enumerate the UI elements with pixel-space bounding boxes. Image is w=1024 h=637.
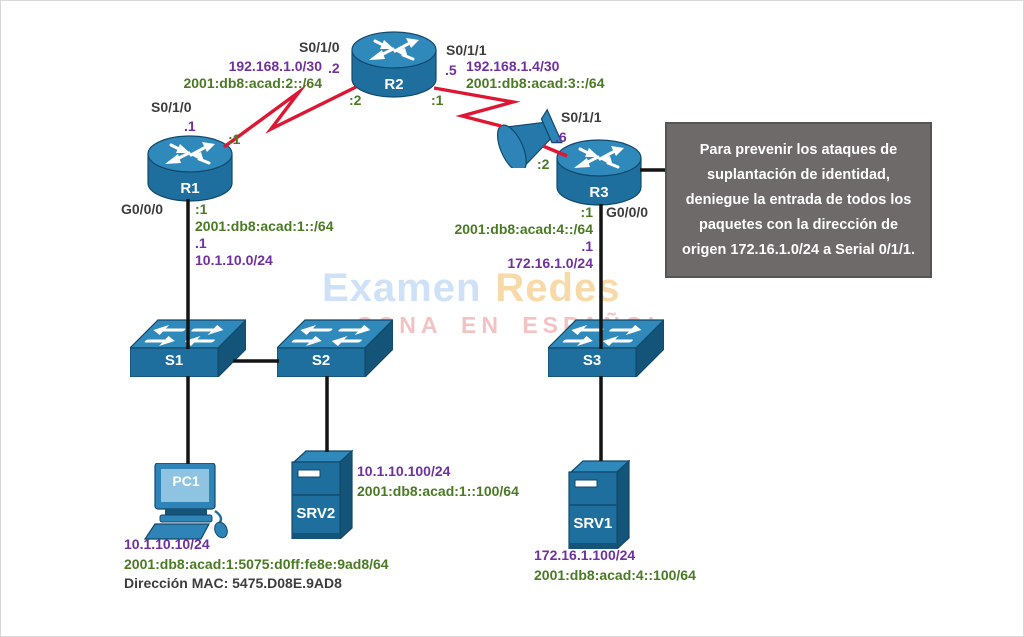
device-label-r2: R2	[384, 76, 404, 93]
r2-s010-ipv4-host: .2	[328, 60, 340, 76]
server-srv1: SRV1	[568, 459, 630, 549]
srv2-ipv4-address: 10.1.10.100/24	[357, 463, 451, 479]
device-label-r3: R3	[589, 184, 609, 201]
r2-s010-ipv6-host: :2	[349, 92, 362, 108]
server-icon	[568, 459, 630, 549]
r2-right-interface-label: S0/1/1	[446, 42, 487, 58]
acl-filter-megaphone-icon	[496, 104, 570, 168]
device-label-srv1: SRV1	[573, 515, 613, 532]
switch-s3: S3	[548, 319, 664, 377]
device-label-pc1: PC1	[172, 473, 200, 489]
r3-lan-addressing: :1 2001:db8:acad:4::/64 .1 172.16.1.0/24	[454, 204, 593, 272]
server-srv2: SRV2	[291, 449, 353, 539]
pc1-mac-address: Dirección MAC: 5475.D08E.9AD8	[124, 575, 342, 591]
switch-s1: S1	[130, 319, 246, 377]
pc1-ipv4-address: 10.1.10.10/24	[124, 536, 210, 552]
router-r2: R2	[351, 30, 437, 100]
r1-lan-ipv6-network: 2001:db8:acad:1::/64	[195, 218, 334, 234]
r1-lan-addressing: :1 2001:db8:acad:1::/64 .1 10.1.10.0/24	[195, 201, 334, 269]
device-label-s1: S1	[164, 352, 184, 369]
r2-left-interface-label: S0/1/0	[299, 39, 340, 55]
srv1-addressing: 172.16.1.100/24 2001:db8:acad:4::100/64	[534, 546, 696, 585]
r1-lan-ipv4-host: .1	[195, 235, 207, 251]
link-r2r3-ipv6-network: 2001:db8:acad:3::/64	[466, 75, 605, 91]
r3-lan-ipv4-network: 172.16.1.0/24	[507, 255, 593, 271]
acl-instruction-callout: Para prevenir los ataques de suplantació…	[665, 122, 932, 278]
link-r2r3-ipv4-network: 192.168.1.4/30	[466, 58, 560, 74]
router-r1: R1	[147, 134, 233, 204]
r3-gig-interface-label: G0/0/0	[606, 204, 649, 220]
r3-s011-ipv4-host: .6	[555, 129, 567, 145]
r1-s010-ipv6-host: :1	[228, 131, 241, 147]
r2-s011-ipv4-host: .5	[445, 62, 457, 78]
srv1-ipv6-address: 2001:db8:acad:4::100/64	[534, 566, 696, 583]
device-label-s2: S2	[311, 352, 331, 369]
srv1-ipv4-address: 172.16.1.100/24	[534, 547, 636, 563]
pc-pc1: PC1	[143, 463, 235, 541]
pc1-ipv6-address: 2001:db8:acad:1:5075:d0ff:fe8e:9ad8/64	[124, 555, 389, 572]
r1-lan-ipv4-network: 10.1.10.0/24	[195, 252, 273, 268]
r3-lan-ipv4-host: .1	[581, 238, 593, 254]
router-r3: R3	[556, 138, 642, 208]
watermark-brand: Examen Redes	[322, 266, 620, 311]
srv2-ipv6-address: 2001:db8:acad:1::100/64	[357, 482, 519, 499]
r2-s011-ipv6-host: :1	[431, 92, 444, 108]
r3-serial-interface-label: S0/1/1	[561, 109, 602, 125]
pc1-addressing: 10.1.10.10/24 2001:db8:acad:1:5075:d0ff:…	[124, 535, 389, 594]
r1-lan-ipv6-host: :1	[195, 201, 208, 217]
link-r1r2-ipv6-network: 2001:db8:acad:2::/64	[183, 75, 322, 91]
device-label-srv2: SRV2	[296, 505, 336, 522]
r1-gig-interface-label: G0/0/0	[121, 201, 164, 217]
link-r1r2-ipv4-network: 192.168.1.0/30	[228, 58, 322, 74]
r3-lan-ipv6-host: :1	[580, 204, 593, 220]
r3-s011-ipv6-host: :2	[537, 156, 550, 172]
device-label-r1: R1	[180, 180, 200, 197]
watermark-brand-left: Examen	[322, 266, 482, 310]
srv2-addressing: 10.1.10.100/24 2001:db8:acad:1::100/64	[357, 462, 519, 501]
server-icon	[291, 449, 353, 539]
acl-instruction-text: Para prevenir los ataques de suplantació…	[682, 141, 915, 258]
watermark-brand-right: Redes	[495, 266, 621, 310]
device-label-s3: S3	[582, 352, 602, 369]
link-r1r2-network-labels: 192.168.1.0/30 2001:db8:acad:2::/64	[183, 58, 322, 92]
switch-s2: S2	[277, 319, 393, 377]
r1-serial-interface-label: S0/1/0	[151, 99, 192, 115]
r1-s010-ipv4-host: .1	[184, 118, 196, 134]
link-r2r3-network-labels: 192.168.1.4/30 2001:db8:acad:3::/64	[466, 58, 605, 92]
r3-lan-ipv6-network: 2001:db8:acad:4::/64	[454, 221, 593, 237]
